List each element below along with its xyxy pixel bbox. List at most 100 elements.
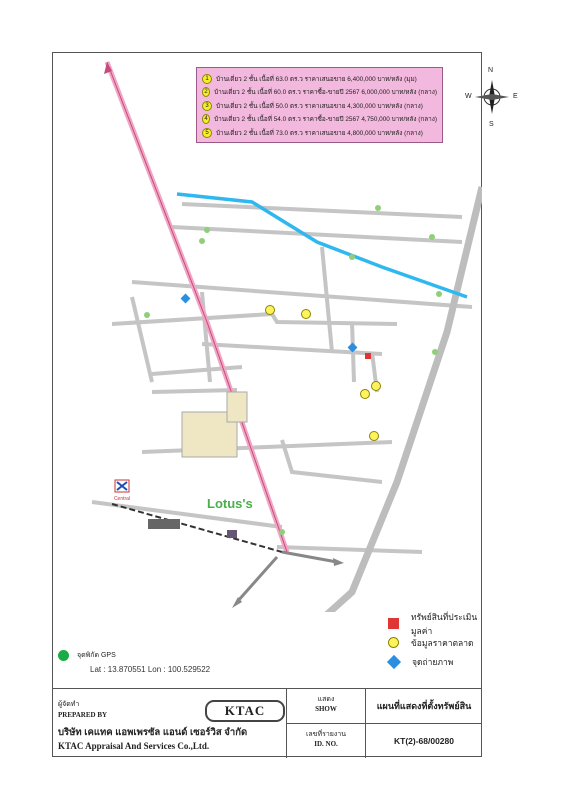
market-point-3[interactable] [369, 431, 379, 441]
photo-point-marker[interactable] [180, 293, 191, 304]
tree-icon [199, 238, 205, 244]
legend-text-4: บ้านเดี่ยว 2 ชั้น เนื้อที่ 54.0 ตร.ว ราค… [214, 116, 437, 124]
key-photo-label: จุดถ่ายภาพ [412, 656, 454, 667]
road [181, 202, 463, 219]
highway [324, 186, 482, 612]
key-subject-label: ทรัพย์สินที่ประเมินมูลค่า [410, 611, 478, 636]
road [141, 440, 393, 454]
market-point-5[interactable] [265, 305, 275, 315]
market-point-2[interactable] [360, 389, 370, 399]
rail-line [111, 503, 283, 553]
gps-label: จุดพิกัด GPS [77, 652, 116, 659]
gps-coordinates: Lat : 13.870551 Lon : 100.529522 [90, 665, 211, 674]
road-arrow [281, 550, 338, 564]
road [111, 311, 398, 326]
building-block [226, 391, 248, 423]
map-title: แผนที่แสดงที่ตั้งทรัพย์สิน [366, 689, 482, 724]
compass-s: S [489, 121, 494, 128]
canal [176, 192, 468, 299]
prepared-th: ผู้จัดทำ [58, 701, 80, 708]
subject-property-marker[interactable] [365, 353, 371, 359]
arrow-head [104, 62, 112, 74]
compass-w: W [465, 93, 472, 100]
location-map[interactable]: Central Lotus's [52, 52, 482, 612]
key-market: ข้อมูลราคาตลาด [388, 633, 498, 652]
road-arrow [235, 556, 279, 603]
blue-diamond-icon [386, 654, 402, 669]
id-en: ID. NO. [314, 740, 338, 748]
key-market-label: ข้อมูลราคาตลาด [411, 637, 474, 648]
tree-icon [204, 227, 210, 233]
photo-point-marker[interactable] [347, 342, 358, 353]
logo-x [116, 481, 128, 491]
tree-icon [279, 529, 285, 535]
show-cell: แสดง SHOW [287, 689, 365, 724]
id-th: เลขที่รายงาน [305, 731, 346, 738]
legend-text-3: บ้านเดี่ยว 2 ชั้น เนื้อที่ 50.0 ตร.ว ราค… [216, 102, 423, 110]
key-subject: ทรัพย์สินที่ประเมินมูลค่า [388, 612, 498, 636]
gps-info: จุดพิกัด GPS [58, 650, 116, 661]
id-cell: เลขที่รายงาน ID. NO. [287, 724, 365, 758]
legend-text-1: บ้านเดี่ยว 2 ชั้น เนื้อที่ 63.0 ตร.ว ราค… [216, 75, 417, 83]
compass-n: N [488, 67, 494, 74]
gps-label-row: จุดพิกัด GPS [58, 650, 116, 661]
road [280, 439, 383, 484]
footer-prepared: ผู้จัดทำ PREPARED BY KTAC บริษัท เคแทค แ… [52, 689, 287, 758]
main-road-center [106, 61, 288, 553]
lotus-brand: Lotus's [207, 496, 253, 511]
road [320, 246, 334, 353]
tree-icon [432, 349, 438, 355]
road [130, 296, 154, 383]
key-photo: จุดถ่ายภาพ [386, 652, 498, 671]
footer-labels: แสดง SHOW เลขที่รายงาน ID. NO. [287, 689, 366, 758]
road [350, 321, 356, 383]
legend-badge-5: 5 [202, 127, 212, 138]
legend-row-1: 1 บ้านเดี่ยว 2 ชั้น เนื้อที่ 63.0 ตร.ว รา… [202, 72, 437, 86]
company-th: บริษัท เคแทค แอพเพรซัล แอนด์ เซอร์วิส จำ… [58, 727, 248, 738]
legend-badge-1: 1 [202, 73, 212, 84]
tree-markers [144, 205, 442, 535]
arrow-head [333, 558, 344, 566]
report-id: KT(2)-68/00280 [393, 736, 454, 746]
road [276, 545, 423, 554]
map-sheet [52, 52, 482, 757]
legend-badge-4: 4 [202, 114, 211, 125]
arrow-head [232, 597, 242, 608]
tree-icon [429, 234, 435, 240]
gray-roads [91, 202, 473, 554]
company-en: KTAC Appraisal And Services Co.,Ltd. [58, 741, 210, 751]
show-en: SHOW [315, 705, 337, 713]
compass-e: E [513, 93, 518, 100]
road [151, 365, 243, 376]
tree-icon [375, 205, 381, 211]
road [151, 388, 238, 394]
show-th: แสดง [317, 696, 335, 703]
tree-icon [349, 254, 355, 260]
tree-icon [436, 291, 442, 297]
central-logo: Central [114, 479, 130, 502]
market-point-4[interactable] [301, 309, 311, 319]
building-block [227, 530, 237, 538]
legend-text-5: บ้านเดี่ยว 2 ชั้น เนื้อที่ 73.0 ตร.ว ราค… [216, 129, 423, 137]
legend-text-2: บ้านเดี่ยว 2 ชั้น เนื้อที่ 60.0 ตร.ว ราค… [214, 89, 437, 97]
market-data-legend: 1 บ้านเดี่ยว 2 ชั้น เนื้อที่ 63.0 ตร.ว รา… [196, 67, 443, 143]
red-square-icon [388, 618, 399, 629]
road [131, 280, 473, 309]
yellow-circle-icon [388, 637, 399, 648]
market-point-1[interactable] [371, 381, 381, 391]
compass-icon [475, 80, 509, 114]
road [91, 500, 283, 529]
ktac-logo: KTAC [205, 700, 285, 722]
building-block [148, 519, 180, 529]
legend-badge-2: 2 [202, 87, 211, 98]
footer-table: ผู้จัดทำ PREPARED BY KTAC บริษัท เคแทค แ… [52, 688, 482, 758]
map-key: ทรัพย์สินที่ประเมินมูลค่า ข้อมูลราคาตลาด… [386, 612, 498, 671]
prepared-en: PREPARED BY [58, 711, 108, 719]
footer-values: แผนที่แสดงที่ตั้งทรัพย์สิน KT(2)-68/0028… [366, 689, 482, 758]
green-dot-icon [58, 650, 69, 661]
tree-icon [144, 312, 150, 318]
market-points [265, 305, 381, 441]
